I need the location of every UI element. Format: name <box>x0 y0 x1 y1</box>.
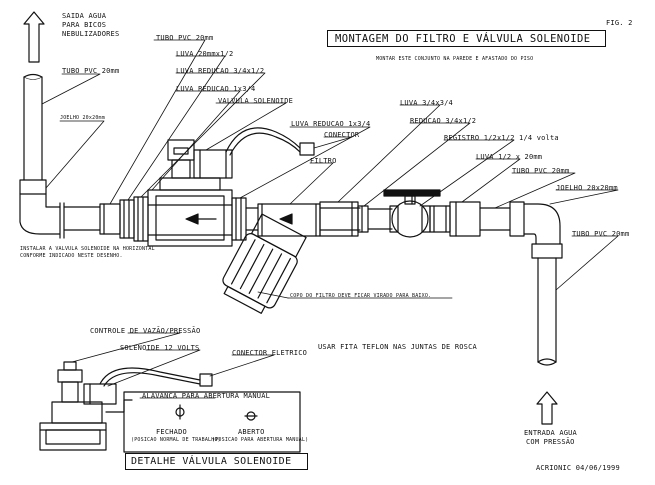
label-conector-eletrico: CONECTOR ELETRICO <box>232 349 308 357</box>
label-luva-reducao-1b: LUVA REDUCAO 1x3/4 <box>291 120 371 128</box>
title-box <box>327 30 606 47</box>
label-luva-20: LUVA 20mmx1/2 <box>176 50 234 58</box>
label-entrada-1: ENTRADA AGUA <box>524 429 577 437</box>
right-elbow <box>523 203 563 366</box>
label-fechado: FECHADO <box>156 428 187 436</box>
detail-title: DETALHE VÁLVULA SOLENOIDE <box>131 456 292 467</box>
ball-valve <box>383 189 441 238</box>
detail-title-box <box>125 453 308 470</box>
left-elbow <box>19 179 65 239</box>
label-reducao-34: REDUCAO 3/4x1/2 <box>410 117 477 125</box>
label-joelho-left: JOELHO 20x20mm <box>60 115 105 121</box>
label-joelho-right: JOELHO 20x20mm <box>556 184 618 192</box>
left-fittings <box>99 196 149 242</box>
figure-number: FIG. 2 <box>606 19 633 27</box>
label-entrada-2: COM PRESSÃO <box>526 438 575 446</box>
signature: ACRIONIC 04/06/1999 <box>536 464 620 472</box>
label-saida-agua: SAIDA AGUA <box>62 12 107 20</box>
label-instalar-2: CONFORME INDICADO NESTE DESENHO. <box>20 253 123 259</box>
left-vertical-pipe <box>23 73 43 181</box>
label-aberto: ABERTO <box>238 428 265 436</box>
label-conector: CONECTOR <box>324 131 360 139</box>
label-valvula-solenoide: VALVULA SOLENOIDE <box>218 97 294 105</box>
inlet-arrow <box>536 391 558 425</box>
valve-detail <box>39 332 301 453</box>
left-horizontal-pipe <box>63 206 101 231</box>
right-fittings <box>429 201 525 237</box>
label-tubo-pvc-vertical: TUBO PVC 20mm <box>572 230 630 238</box>
middle-pipe <box>319 201 393 237</box>
valve-right-fittings <box>231 197 259 241</box>
label-tubo-pvc-top: TUBO PVC 20mm <box>156 34 214 42</box>
label-tubo-pvc-right: TUBO PVC 20mm <box>512 167 570 175</box>
label-alavanca: ALAVANCA PARA ABERTURA MANUAL <box>142 392 271 400</box>
label-solenoide-12v: SOLENOIDE 12 VOLTS <box>120 344 200 352</box>
label-luva-reducao-34: LUVA REDUCAO 3/4x1/2 <box>176 67 265 75</box>
label-filtro: FILTRO <box>310 157 337 165</box>
label-luva-12: LUVA 1/2 x 20mm <box>476 153 543 161</box>
label-teflon: USAR FITA TEFLON NAS JUNTAS DE ROSCA <box>318 343 477 351</box>
label-registro: REGISTRO 1/2x1/2 1/4 volta <box>444 134 559 142</box>
label-luva-34: LUVA 3/4x3/4 <box>400 99 453 107</box>
label-fechado-sub: (POSICAO NORMAL DE TRABALHO) <box>131 437 221 443</box>
label-controle: CONTROLE DE VAZÃO/PRESSÃO <box>90 327 201 335</box>
subtitle: MONTAR ESTE CONJUNTO NA PAREDE E AFASTAD… <box>376 56 534 62</box>
label-copo: COPO DO FILTRO DEVE FICAR VIRADO PARA BA… <box>290 293 432 299</box>
outlet-arrow <box>23 11 45 63</box>
label-luva-reducao-1: LUVA REDUCAO 1x3/4 <box>176 85 256 93</box>
label-para-bicos: PARA BICOS <box>62 21 107 29</box>
label-aberto-sub: (POSICAO PARA ABERTURA MANUAL) <box>212 437 309 443</box>
leader-lines <box>41 39 619 299</box>
label-nebulizadores: NEBULIZADORES <box>62 30 120 38</box>
label-tubo-pvc-left: TUBO PVC 20mm <box>62 67 120 75</box>
page-title: MONTAGEM DO FILTRO E VÁLVULA SOLENOIDE <box>335 33 591 45</box>
label-instalar-1: INSTALAR A VALVULA SOLENOIDE NA HORIZONT… <box>20 246 155 252</box>
